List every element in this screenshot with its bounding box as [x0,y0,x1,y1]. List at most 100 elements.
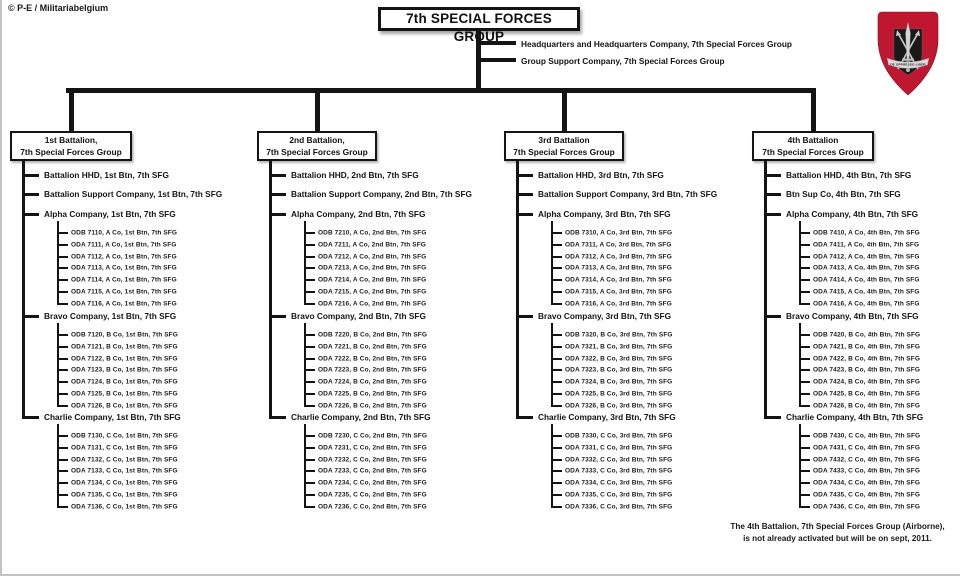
connector-sub-tick [551,302,562,305]
connector-sub-trunk [799,424,801,508]
detachment-label: ODA 7233, C Co, 2nd Btn, 7th SFG [318,467,427,475]
connector-sub-trunk [551,323,553,407]
connector-sub-tick [551,255,562,258]
connector-sub-tick [304,505,315,508]
connector-tick [516,415,533,419]
connector-sub-trunk [57,323,59,407]
connector-sub-tick [304,393,315,395]
detachment-label: ODA 7131, C Co, 1st Btn, 7th SFG [71,444,178,452]
connector-sub-tick [551,505,562,508]
detachment-label: ODA 7423, B Co, 4th Btn, 7th SFG [813,366,920,374]
connector-column-trunk [764,161,767,419]
motto-banner [886,57,930,69]
connector-sub-tick [551,357,562,360]
detachment-label: ODA 7312, A Co, 3rd Btn, 7th SFG [565,253,672,261]
connector-tick [22,212,39,216]
connector-sub-tick [551,267,562,270]
detachment-label: ODA 7325, B Co, 3rd Btn, 7th SFG [565,390,673,398]
detachment-label: ODA 7324, B Co, 3rd Btn, 7th SFG [565,378,673,386]
connector-attachment-tick [479,58,516,62]
detachment-label: ODA 7114, A Co, 1st Btn, 7th SFG [71,276,177,284]
connector-sub-tick [799,267,810,270]
company-label: Bravo Company, 1st Btn, 7th SFG [44,311,177,321]
footnote-line2: is not already activated but will be on … [743,534,932,543]
connector-sub-tick [799,334,810,336]
connector-sub-trunk [551,221,553,305]
detachment-label: ODA 7331, C Co, 3rd Btn, 7th SFG [565,444,673,452]
connector-sub-tick [799,369,810,372]
unit-label: Battalion Support Company, 1st Btn, 7th … [44,189,223,199]
connector-sub-tick [304,470,315,473]
detachment-label: ODA 7111, A Co, 1st Btn, 7th SFG [71,241,177,249]
detachment-label: ODA 7316, A Co, 3rd Btn, 7th SFG [565,300,672,308]
connector-sub-tick [551,291,562,293]
connector-sub-tick [799,470,810,473]
detachment-label: ODA 7225, B Co, 2nd Btn, 7th SFG [318,390,427,398]
battalion-box-line1: 3rd Battalion [538,135,590,145]
connector-sub-tick [551,243,562,246]
connector-root-trunk [476,30,481,90]
connector-sub-tick [551,494,562,496]
unit-label: Battalion HHD, 1st Btn, 7th SFG [44,170,169,180]
connector-attachment-tick [479,41,516,45]
connector-column-trunk [269,161,272,419]
connector-sub-tick [57,334,68,336]
detachment-label: ODA 7436, C Co, 4th Btn, 7th SFG [813,503,920,511]
connector-sub-tick [57,357,68,360]
detachment-label: ODB 7230, C Co, 2nd Btn, 7th SFG [318,432,428,440]
detachment-label: ODB 7430, C Co, 4th Btn, 7th SFG [813,432,921,440]
connector-tick [269,415,286,419]
connector-sub-tick [304,291,315,293]
connector-sub-tick [551,446,562,449]
battalion-box: 2nd Battalion,7th Special Forces Group [257,131,377,161]
detachment-label: ODA 7426, B Co, 4th Btn, 7th SFG [813,402,920,410]
detachment-label: ODB 7120, B Co, 1st Btn, 7th SFG [71,331,178,339]
detachment-label: ODA 7335, C Co, 3rd Btn, 7th SFG [565,491,673,499]
detachment-label: ODA 7112, A Co, 1st Btn, 7th SFG [71,253,177,261]
attachment-label-hhc: Headquarters and Headquarters Company, 7… [521,39,792,49]
connector-sub-tick [799,393,810,395]
arrowhead [896,30,901,36]
detachment-label: ODA 7333, C Co, 3rd Btn, 7th SFG [565,467,673,475]
connector-sub-tick [551,345,562,348]
detachment-label: ODA 7332, C Co, 3rd Btn, 7th SFG [565,456,673,464]
arrowhead [915,30,920,36]
connector-tick [516,173,533,177]
company-label: Charlie Company, 1st Btn, 7th SFG [44,412,181,422]
detachment-label: ODA 7431, C Co, 4th Btn, 7th SFG [813,444,920,452]
connector-battalion-stub [810,88,816,131]
detachment-label: ODA 7136, C Co, 1st Btn, 7th SFG [71,503,178,511]
connector-sub-tick [57,435,68,437]
connector-sub-tick [57,505,68,508]
detachment-label: ODA 7226, B Co, 2nd Btn, 7th SFG [318,402,427,410]
detachment-label: ODA 7212, A Co, 2nd Btn, 7th SFG [318,253,427,261]
unit-label: Battalion Support Company, 2nd Btn, 7th … [291,189,472,199]
company-label: Charlie Company, 3rd Btn, 7th SFG [538,412,676,422]
connector-tick [269,192,286,196]
connector-sub-tick [304,369,315,372]
detachment-label: ODB 7130, C Co, 1st Btn, 7th SFG [71,432,178,440]
connector-tick [269,173,286,177]
connector-sub-tick [551,404,562,407]
detachment-label: ODA 7122, B Co, 1st Btn, 7th SFG [71,355,178,363]
connector-battalion-stub [314,88,320,131]
detachment-label: ODA 7322, B Co, 3rd Btn, 7th SFG [565,355,673,363]
connector-main-bar [66,88,814,93]
detachment-label: ODA 7135, C Co, 1st Btn, 7th SFG [71,491,178,499]
detachment-label: ODA 7421, B Co, 4th Btn, 7th SFG [813,343,920,351]
connector-sub-tick [304,267,315,270]
connector-tick [22,192,39,196]
connector-battalion-stub [561,88,567,131]
company-label: Charlie Company, 2nd Btn, 7th SFG [291,412,431,422]
connector-sub-tick [57,404,68,407]
detachment-label: ODA 7224, B Co, 2nd Btn, 7th SFG [318,378,427,386]
footnote: The 4th Battalion, 7th Special Forces Gr… [715,521,960,545]
motto-text: DE OPPRESSO LIBER [890,62,926,66]
detachment-label: ODA 7231, C Co, 2nd Btn, 7th SFG [318,444,427,452]
connector-sub-tick [799,357,810,360]
connector-sub-tick [551,334,562,336]
connector-sub-tick [304,494,315,496]
root-unit-box: 7th SPECIAL FORCES GROUP [378,7,580,44]
connector-sub-tick [799,435,810,437]
